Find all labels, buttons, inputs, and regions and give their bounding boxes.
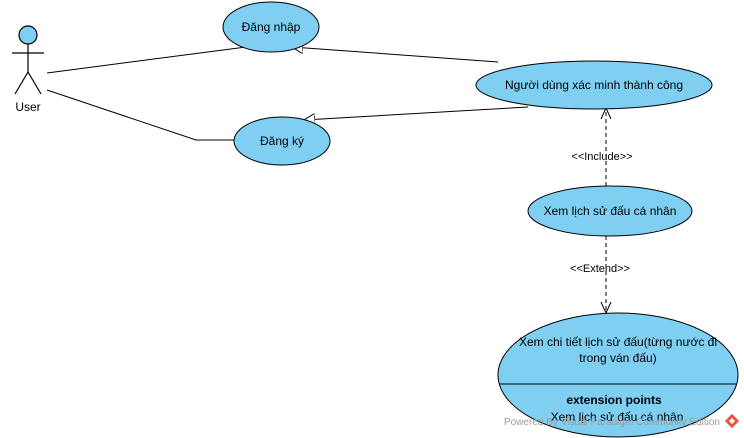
usecase-history[interactable]: Xem lịch sử đấu cá nhân [527, 185, 693, 237]
usecase-detail[interactable]: Xem chi tiết lịch sử đấu(từng nước đi tr… [497, 312, 739, 438]
actor-head [18, 25, 38, 45]
usecase-detail-shape [497, 312, 739, 438]
actor-label: User [15, 100, 40, 114]
actor-left-leg [14, 71, 29, 95]
usecase-verified-shape [475, 60, 713, 110]
usecase-login[interactable]: Đăng nhập [222, 1, 320, 53]
usecase-history-shape [527, 185, 693, 237]
extension-point-item: Xem lịch sử đấu cá nhân [551, 410, 684, 424]
usecase-login-label: Đăng nhập [242, 20, 301, 34]
usecase-verified-label: Người dùng xác minh thành công [505, 78, 683, 92]
usecase-register-shape [233, 116, 331, 166]
visual-paradigm-logo-icon [724, 413, 740, 429]
include-label: <<Include>> [571, 151, 632, 163]
association-user-login [46, 46, 247, 74]
generalization-verified-login [292, 47, 499, 63]
actor-user[interactable]: User [12, 25, 44, 114]
usecase-login-shape [222, 1, 320, 53]
usecase-register-label: Đăng ký [260, 134, 304, 148]
usecase-detail-label-line1: Xem chi tiết lịch sử đấu(từng nước đi [519, 335, 717, 349]
association-user-register [46, 89, 236, 141]
actor-right-leg [27, 71, 42, 95]
watermark-text: Powered By Visual Paradigm Community Edi… [504, 417, 720, 428]
generalization-verified-register [304, 106, 529, 120]
usecase-verified[interactable]: Người dùng xác minh thành công [475, 60, 713, 110]
extension-points-title: extension points [566, 393, 662, 407]
extend-label: <<Extend>> [570, 263, 630, 275]
usecase-detail-label-line2: trong ván đấu) [579, 351, 656, 365]
usecase-register[interactable]: Đăng ký [233, 116, 331, 166]
watermark: Powered By Visual Paradigm Community Edi… [504, 413, 740, 429]
usecase-history-label: Xem lịch sử đấu cá nhân [544, 204, 677, 218]
